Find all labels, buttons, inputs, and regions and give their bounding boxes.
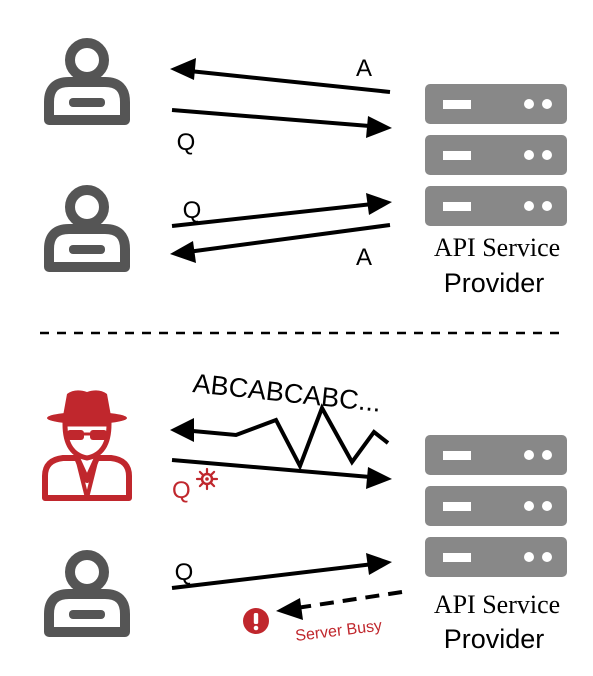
user2-question-label: Q [183, 197, 202, 224]
user3-question-arrow [171, 553, 392, 590]
user-3-person-icon [49, 555, 125, 632]
user2-answer-arrow [170, 223, 391, 263]
exclamation-icon [243, 608, 269, 634]
virus-icon [195, 467, 219, 491]
server-busy-label: Server Busy [294, 617, 383, 644]
server-busy-dashed-arrow [276, 590, 403, 620]
user1-answer-label: A [356, 55, 372, 82]
attacker-response-arrow [170, 403, 390, 471]
user3-question-label: Q [175, 559, 194, 586]
user2-question-arrow [171, 193, 392, 228]
user1-question-arrow [171, 108, 392, 138]
bottom-panel: API Service Provider ABCABCABC... Q [42, 368, 567, 654]
attacker-question-label: Q [172, 477, 191, 504]
attacker-question-arrow [171, 458, 392, 489]
user-2-person-icon [49, 190, 125, 267]
top-panel: API Service Provider A Q Q A [49, 43, 567, 298]
user2-answer-label: A [356, 244, 372, 271]
user1-answer-arrow [170, 58, 391, 94]
bottom-server-label-line2: Provider [444, 624, 545, 654]
bottom-server-rack-icon [425, 435, 567, 577]
user1-question-label: Q [177, 129, 196, 156]
attacker-hacker-icon [42, 390, 132, 501]
bottom-server-label-line1: API Service [434, 590, 560, 619]
user-1-person-icon [49, 43, 125, 120]
top-server-label-line2: Provider [444, 268, 545, 298]
attacker-response-label: ABCABCABC... [191, 368, 382, 418]
top-server-label-line1: API Service [434, 233, 560, 262]
top-server-rack-icon [425, 84, 567, 226]
